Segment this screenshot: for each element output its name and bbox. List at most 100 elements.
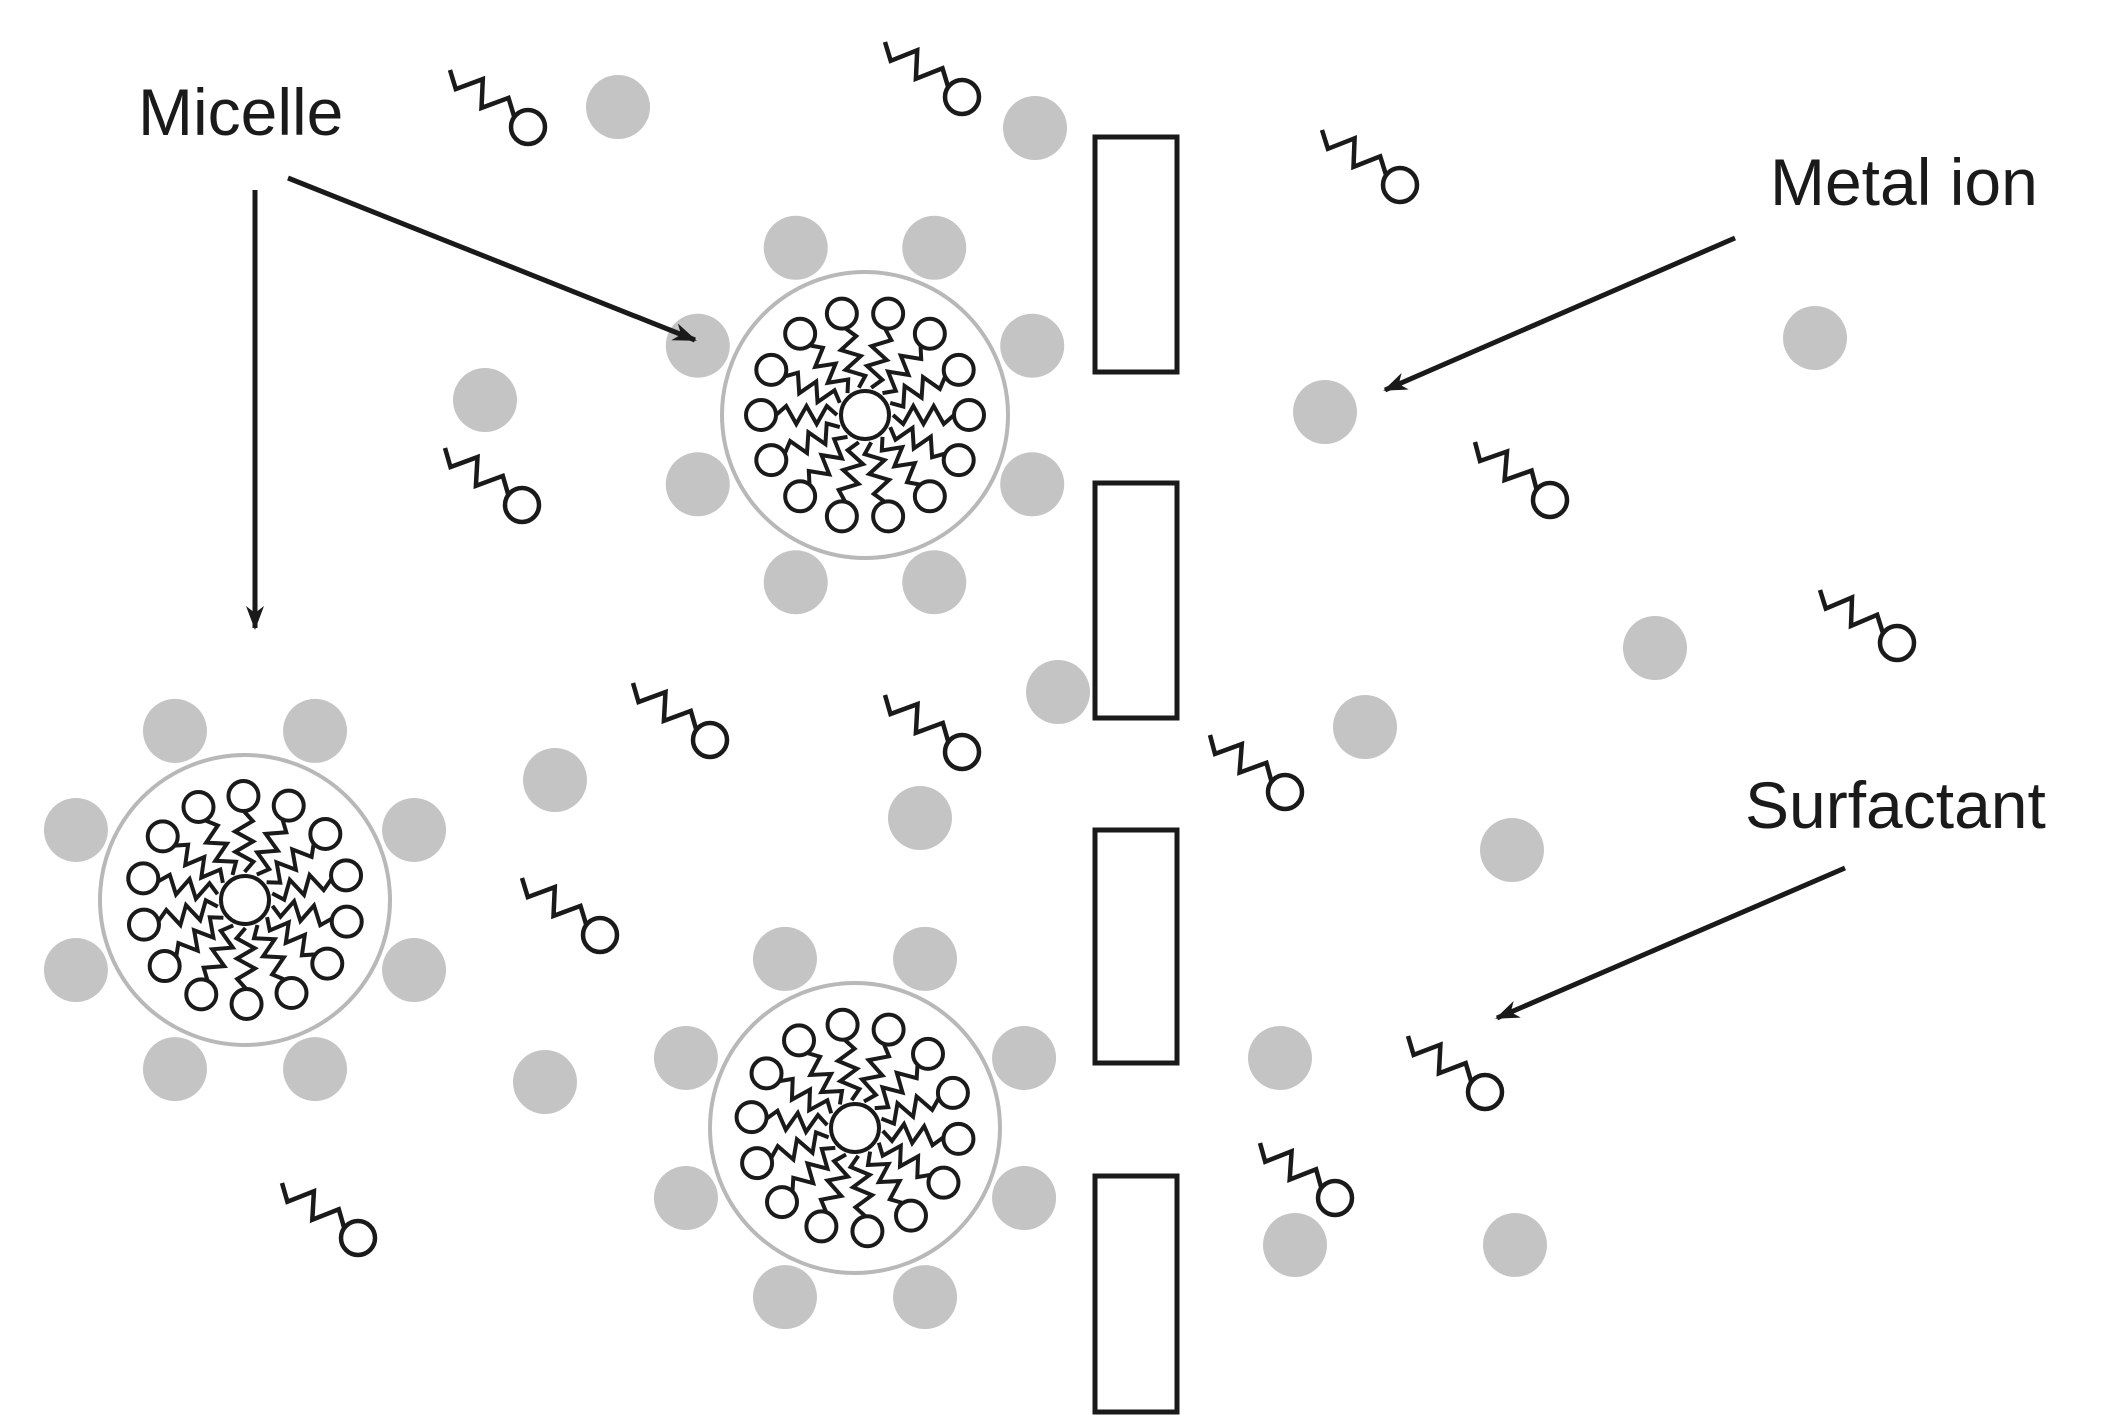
metal-ion	[586, 75, 650, 139]
surfactant-tail	[880, 1092, 941, 1127]
membrane-segment	[1092, 134, 1180, 375]
surfactant-molecule	[630, 682, 730, 760]
bound-metal-ion	[283, 698, 348, 763]
surfactant-tail	[1257, 1142, 1324, 1189]
surfactant-molecule	[1257, 1142, 1355, 1218]
surfactant-molecule	[442, 447, 542, 525]
arrows-layer	[246, 175, 1846, 1021]
surfactant-molecule	[1319, 129, 1420, 205]
surfactant-head	[338, 1218, 378, 1258]
surfactant-head	[783, 316, 818, 351]
surfactant-head	[184, 977, 219, 1012]
bound-metal-ion	[1000, 313, 1065, 378]
surfactant-tail	[519, 877, 589, 926]
surfactant-head	[926, 1165, 961, 1200]
surfactant-tail	[442, 447, 511, 496]
surfactant-head	[893, 1198, 928, 1233]
surfactant-head	[229, 986, 264, 1021]
metal-ion-label: Metal ion	[1770, 145, 2038, 219]
surfactant-tail	[265, 916, 316, 958]
surfactant-head	[824, 296, 859, 331]
micelle-core	[829, 1102, 881, 1154]
surfactant-molecule	[519, 877, 620, 955]
metal-ion	[1248, 1026, 1312, 1090]
surfactant-head	[310, 946, 345, 981]
surfactant-head	[941, 1121, 976, 1156]
surfactant-head	[744, 398, 778, 432]
micelle	[653, 926, 1057, 1330]
surfactant-head	[871, 296, 906, 331]
surfactant-tail	[156, 871, 220, 903]
surfactant-head	[952, 398, 986, 432]
surfactant-head	[935, 1075, 970, 1110]
surfactant-tail	[863, 327, 895, 390]
bound-metal-ion	[902, 215, 967, 280]
surfactant-tail	[806, 1051, 845, 1105]
surfactant-tail	[774, 401, 839, 429]
surfactant-head	[271, 788, 306, 823]
membrane-segment	[1092, 1173, 1180, 1415]
surfactant-head	[804, 1209, 839, 1244]
surfactant-tail	[809, 343, 851, 394]
surfactant-head	[308, 816, 343, 851]
surfactant-label: Surfactant	[1745, 768, 2046, 842]
metal-ion-arrow	[1383, 235, 1736, 393]
surfactant-tail	[1319, 129, 1389, 176]
surfactant-tail	[279, 1182, 347, 1229]
surfactant-tail	[818, 1152, 852, 1213]
metal-ion	[523, 748, 587, 812]
metal-ion	[888, 786, 952, 850]
surfactant-head	[912, 479, 947, 514]
surfactant-head	[329, 858, 364, 893]
bound-metal-ion	[992, 1025, 1057, 1090]
surfactant-molecule	[1472, 441, 1570, 520]
bound-metal-ion	[382, 797, 447, 862]
surfactant-tail	[847, 1154, 877, 1218]
micelles-layer	[43, 215, 1065, 1330]
bound-metal-ion	[752, 1265, 817, 1330]
membrane-layer	[1092, 134, 1180, 1415]
micelle-core	[219, 874, 271, 926]
surfactant-tail	[1405, 1035, 1474, 1083]
surfactant-head	[126, 861, 161, 896]
surfactant-head	[942, 732, 982, 772]
surfactant-tail	[447, 69, 517, 118]
surfactant-head	[1465, 1072, 1505, 1112]
bound-metal-ion	[382, 938, 447, 1003]
surfactant-head	[824, 499, 859, 534]
metal-ion	[1333, 695, 1397, 759]
micelle-core	[839, 389, 891, 441]
free-surfactants-layer	[279, 41, 1917, 1258]
surfactant-head	[1265, 772, 1305, 812]
bound-metal-ion	[283, 1037, 348, 1102]
bound-metal-ion	[665, 313, 730, 378]
metal-ion	[1293, 380, 1357, 444]
surfactant-molecule	[1817, 589, 1917, 663]
surfactant-tail	[888, 424, 946, 460]
bound-metal-ion	[1000, 452, 1065, 517]
surfactant-tail	[889, 373, 948, 410]
surfactant-tail	[232, 926, 260, 991]
surfactant-head	[1380, 165, 1420, 205]
bound-metal-ion	[992, 1166, 1057, 1231]
surfactant-head	[783, 479, 818, 514]
surfactant-head	[871, 1012, 906, 1047]
bound-metal-ion	[43, 797, 108, 862]
metal-ion	[1003, 96, 1067, 160]
membrane-segment	[1092, 827, 1180, 1066]
surfactant-tail	[782, 420, 841, 457]
metal-ions-layer	[453, 75, 1847, 1277]
metal-ion	[453, 368, 517, 432]
surfactant-tail	[881, 1120, 945, 1149]
surfactant-tail	[865, 1151, 904, 1205]
metal-ion	[1480, 818, 1544, 882]
surfactant-tail	[156, 897, 219, 929]
surfactant-head	[1877, 623, 1917, 663]
surfactant-tail	[876, 1142, 932, 1180]
surfactant-arrow	[1495, 865, 1846, 1021]
surfactant-tail	[882, 345, 924, 396]
bound-metal-ion	[752, 926, 817, 991]
surfactant-head	[825, 1007, 860, 1042]
surfactant-tail	[1817, 589, 1886, 635]
surfactant-head	[274, 976, 309, 1011]
